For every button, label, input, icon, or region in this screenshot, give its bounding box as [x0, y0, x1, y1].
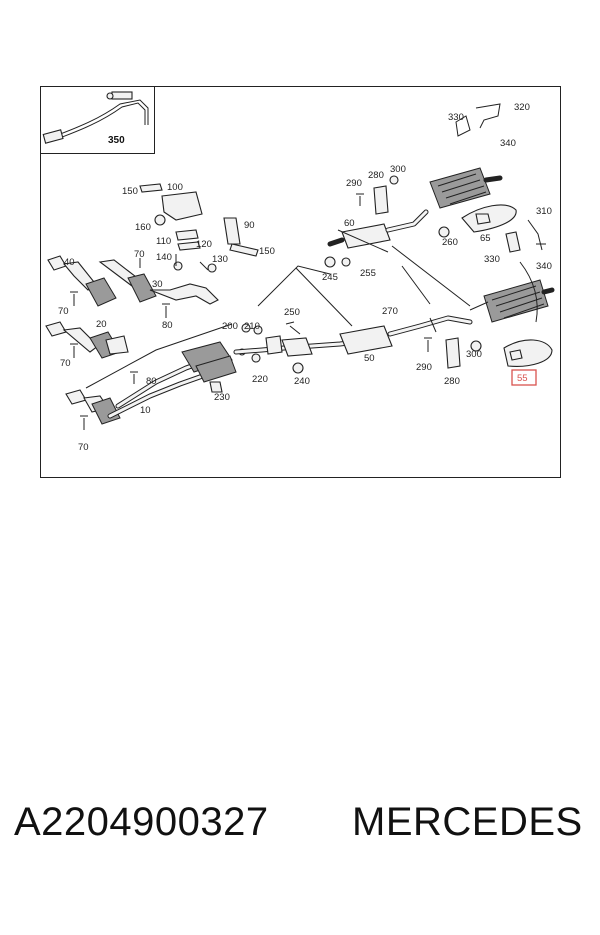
- exhaust-system-diagram: 350 330 320 340 150 100 160 90 110 120 1…: [42, 91, 555, 453]
- label-80-upper: 80: [162, 320, 173, 331]
- label-150-right: 150: [259, 246, 275, 257]
- label-200: 200: [222, 321, 238, 332]
- label-250: 250: [284, 307, 300, 318]
- label-60: 60: [344, 218, 355, 229]
- label-220: 220: [252, 374, 268, 385]
- brand-name: MERCEDES: [352, 800, 583, 844]
- label-300-top: 300: [390, 164, 406, 175]
- label-230: 230: [214, 392, 230, 403]
- label-320: 320: [514, 102, 530, 113]
- label-55: 55: [517, 373, 528, 384]
- label-30: 30: [152, 279, 163, 290]
- label-110: 110: [156, 236, 171, 247]
- front-converters-drawing: [45, 183, 263, 430]
- part-labels: 350 330 320 340 150 100 160 90 110 120 1…: [58, 102, 552, 453]
- label-160: 160: [135, 222, 151, 233]
- label-245: 245: [322, 272, 338, 283]
- label-150-left: 150: [122, 186, 138, 197]
- part-number: A2204900327: [14, 800, 269, 844]
- label-330-rear: 330: [484, 254, 500, 265]
- label-280-top: 280: [368, 170, 384, 181]
- label-70-mid: 70: [58, 306, 69, 317]
- label-350: 350: [108, 135, 125, 146]
- label-40: 40: [64, 257, 75, 268]
- label-65: 65: [480, 233, 491, 244]
- oxygen-sensor-inset: [40, 86, 155, 154]
- label-310: 310: [536, 206, 552, 217]
- label-80-lower: 80: [146, 376, 157, 387]
- label-20: 20: [96, 319, 107, 330]
- label-120: 120: [196, 239, 212, 250]
- label-100: 100: [167, 182, 183, 193]
- oxygen-sensor-drawing: [42, 91, 149, 144]
- label-270: 270: [382, 306, 398, 317]
- middle-pipe-drawing: [233, 209, 473, 374]
- label-255: 255: [360, 268, 376, 279]
- rear-silencers-drawing: [356, 103, 555, 369]
- highlighted-part-55: 55: [511, 369, 537, 386]
- label-340-top: 340: [500, 138, 516, 149]
- label-240: 240: [294, 376, 310, 387]
- label-340-rear: 340: [536, 261, 552, 272]
- caption: A2204900327 MERCEDES: [0, 800, 600, 860]
- label-290-top: 290: [346, 178, 362, 189]
- label-280-rear: 280: [444, 376, 460, 387]
- label-90: 90: [244, 220, 255, 231]
- label-130: 130: [212, 254, 228, 265]
- label-50: 50: [364, 353, 375, 364]
- label-210: 210: [244, 321, 260, 332]
- label-330-top: 330: [448, 112, 464, 123]
- label-140: 140: [156, 252, 172, 263]
- group-leader-lines: [85, 229, 489, 389]
- label-290-rear: 290: [416, 362, 432, 373]
- label-260: 260: [442, 237, 458, 248]
- label-70-lower: 70: [60, 358, 71, 369]
- label-70-upper: 70: [134, 249, 145, 260]
- label-70-bottom: 70: [78, 442, 89, 453]
- label-300-rear: 300: [466, 349, 482, 360]
- label-10: 10: [140, 405, 151, 416]
